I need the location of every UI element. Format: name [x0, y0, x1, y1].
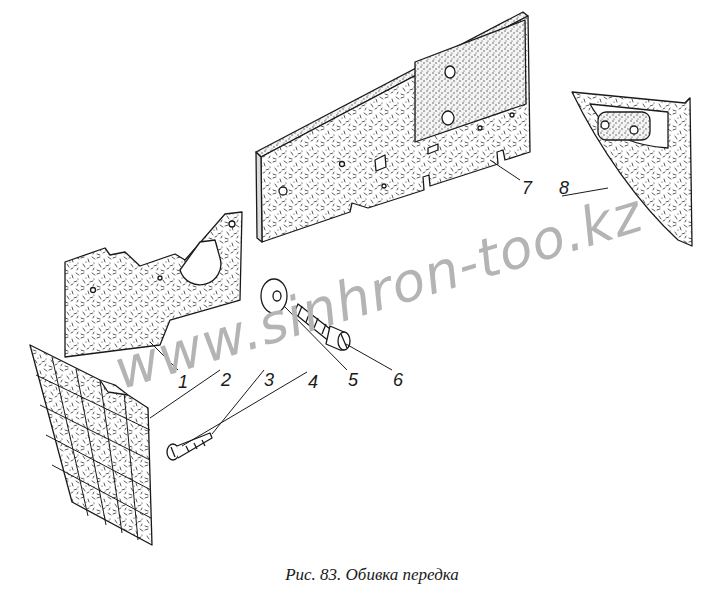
callout-number: 4 [308, 373, 318, 391]
callout-number: 6 [393, 371, 403, 389]
callout-number: 7 [522, 179, 532, 197]
callout-number: 2 [221, 371, 231, 389]
figure-caption: Рис. 83. Обивка передка [285, 566, 459, 583]
callout-number: 5 [348, 371, 358, 389]
callout-number: 3 [264, 371, 274, 389]
callout-number: 8 [559, 179, 569, 197]
